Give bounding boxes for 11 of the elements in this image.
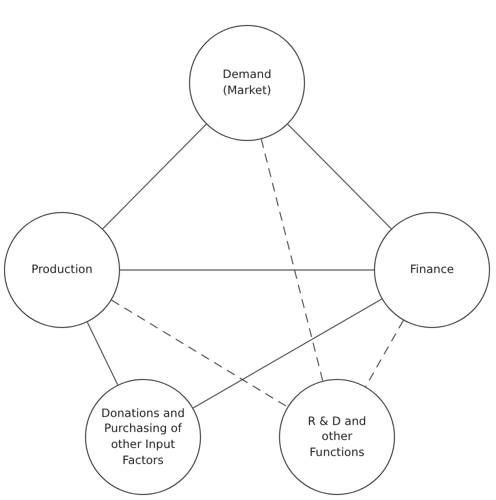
node-label: Donations and Purchasing of other Input Factors xyxy=(100,406,186,468)
connector-line xyxy=(192,298,382,408)
connector-line xyxy=(287,124,392,230)
connector-line xyxy=(102,124,207,230)
node-label: Demand (Market) xyxy=(222,67,272,99)
node-label: R & D and other Functions xyxy=(306,414,368,460)
node-label: Finance xyxy=(410,262,454,278)
connector-line xyxy=(365,320,404,388)
node-label: Production xyxy=(31,262,93,278)
connector-line xyxy=(111,300,288,408)
connector-line xyxy=(260,138,324,382)
